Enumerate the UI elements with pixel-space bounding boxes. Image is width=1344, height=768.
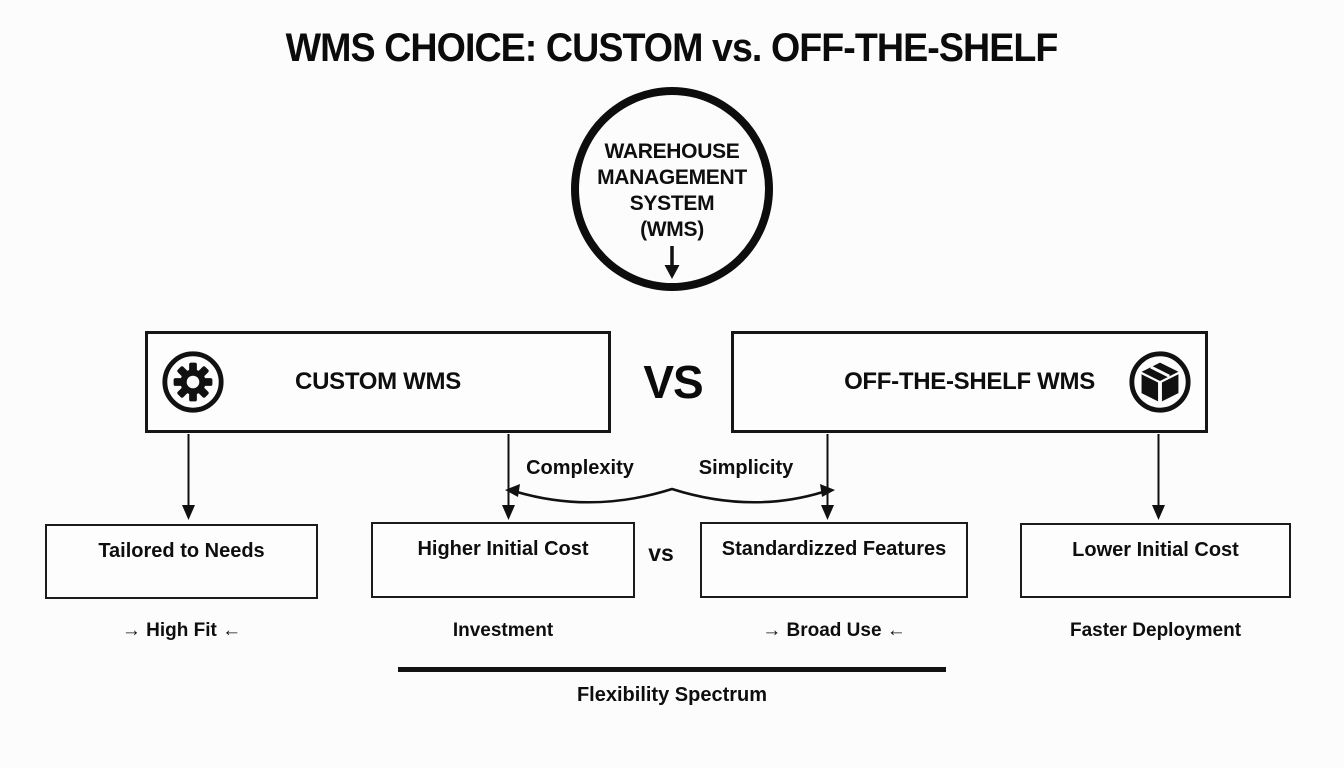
offtheshelf-wms-label: OFF-THE-SHELF WMS	[844, 368, 1095, 395]
package-icon	[1127, 349, 1193, 415]
outcome-box-standardized: Standardizzed Features	[700, 522, 968, 598]
offtheshelf-wms-box: OFF-THE-SHELF WMS	[731, 331, 1208, 433]
gear-icon	[160, 349, 226, 415]
simplicity-label: Simplicity	[698, 457, 794, 479]
caption-investment: Investment	[452, 620, 554, 641]
vs-label-large: VS	[643, 356, 703, 408]
outcome-box-higher-cost: Higher Initial Cost	[371, 522, 635, 598]
spectrum-wave-arrow	[505, 484, 835, 504]
outcome-box-tailored: Tailored to Needs	[45, 524, 318, 599]
vs-label-small: vs	[648, 540, 674, 566]
page-title: WMS CHOICE: CUSTOM vs. OFF-THE-SHELF	[0, 26, 1344, 71]
outcome-box-lower-cost: Lower Initial Cost	[1020, 523, 1291, 598]
wms-circle-line: MANAGEMENT	[597, 166, 747, 189]
wms-circle-line: WAREHOUSE	[604, 140, 740, 163]
spectrum-axis-label: Flexibility Spectrum	[576, 684, 768, 706]
wms-circle-node: WAREHOUSE MANAGEMENT SYSTEM (WMS)	[571, 87, 773, 291]
custom-wms-label: CUSTOM WMS	[295, 368, 461, 395]
spectrum-axis-line	[398, 667, 946, 672]
wms-circle-line: (WMS)	[640, 218, 704, 241]
caption-broad-use: → Broad Use ←	[762, 620, 906, 641]
custom-wms-box: CUSTOM WMS	[145, 331, 611, 433]
page-title-text: WMS CHOICE: CUSTOM vs. OFF-THE-SHELF	[286, 26, 1059, 70]
wms-circle-line: SYSTEM	[629, 192, 715, 215]
complexity-label: Complexity	[526, 457, 634, 479]
caption-faster-deployment: Faster Deployment	[1069, 620, 1242, 641]
caption-high-fit: → High Fit ←	[121, 620, 242, 641]
